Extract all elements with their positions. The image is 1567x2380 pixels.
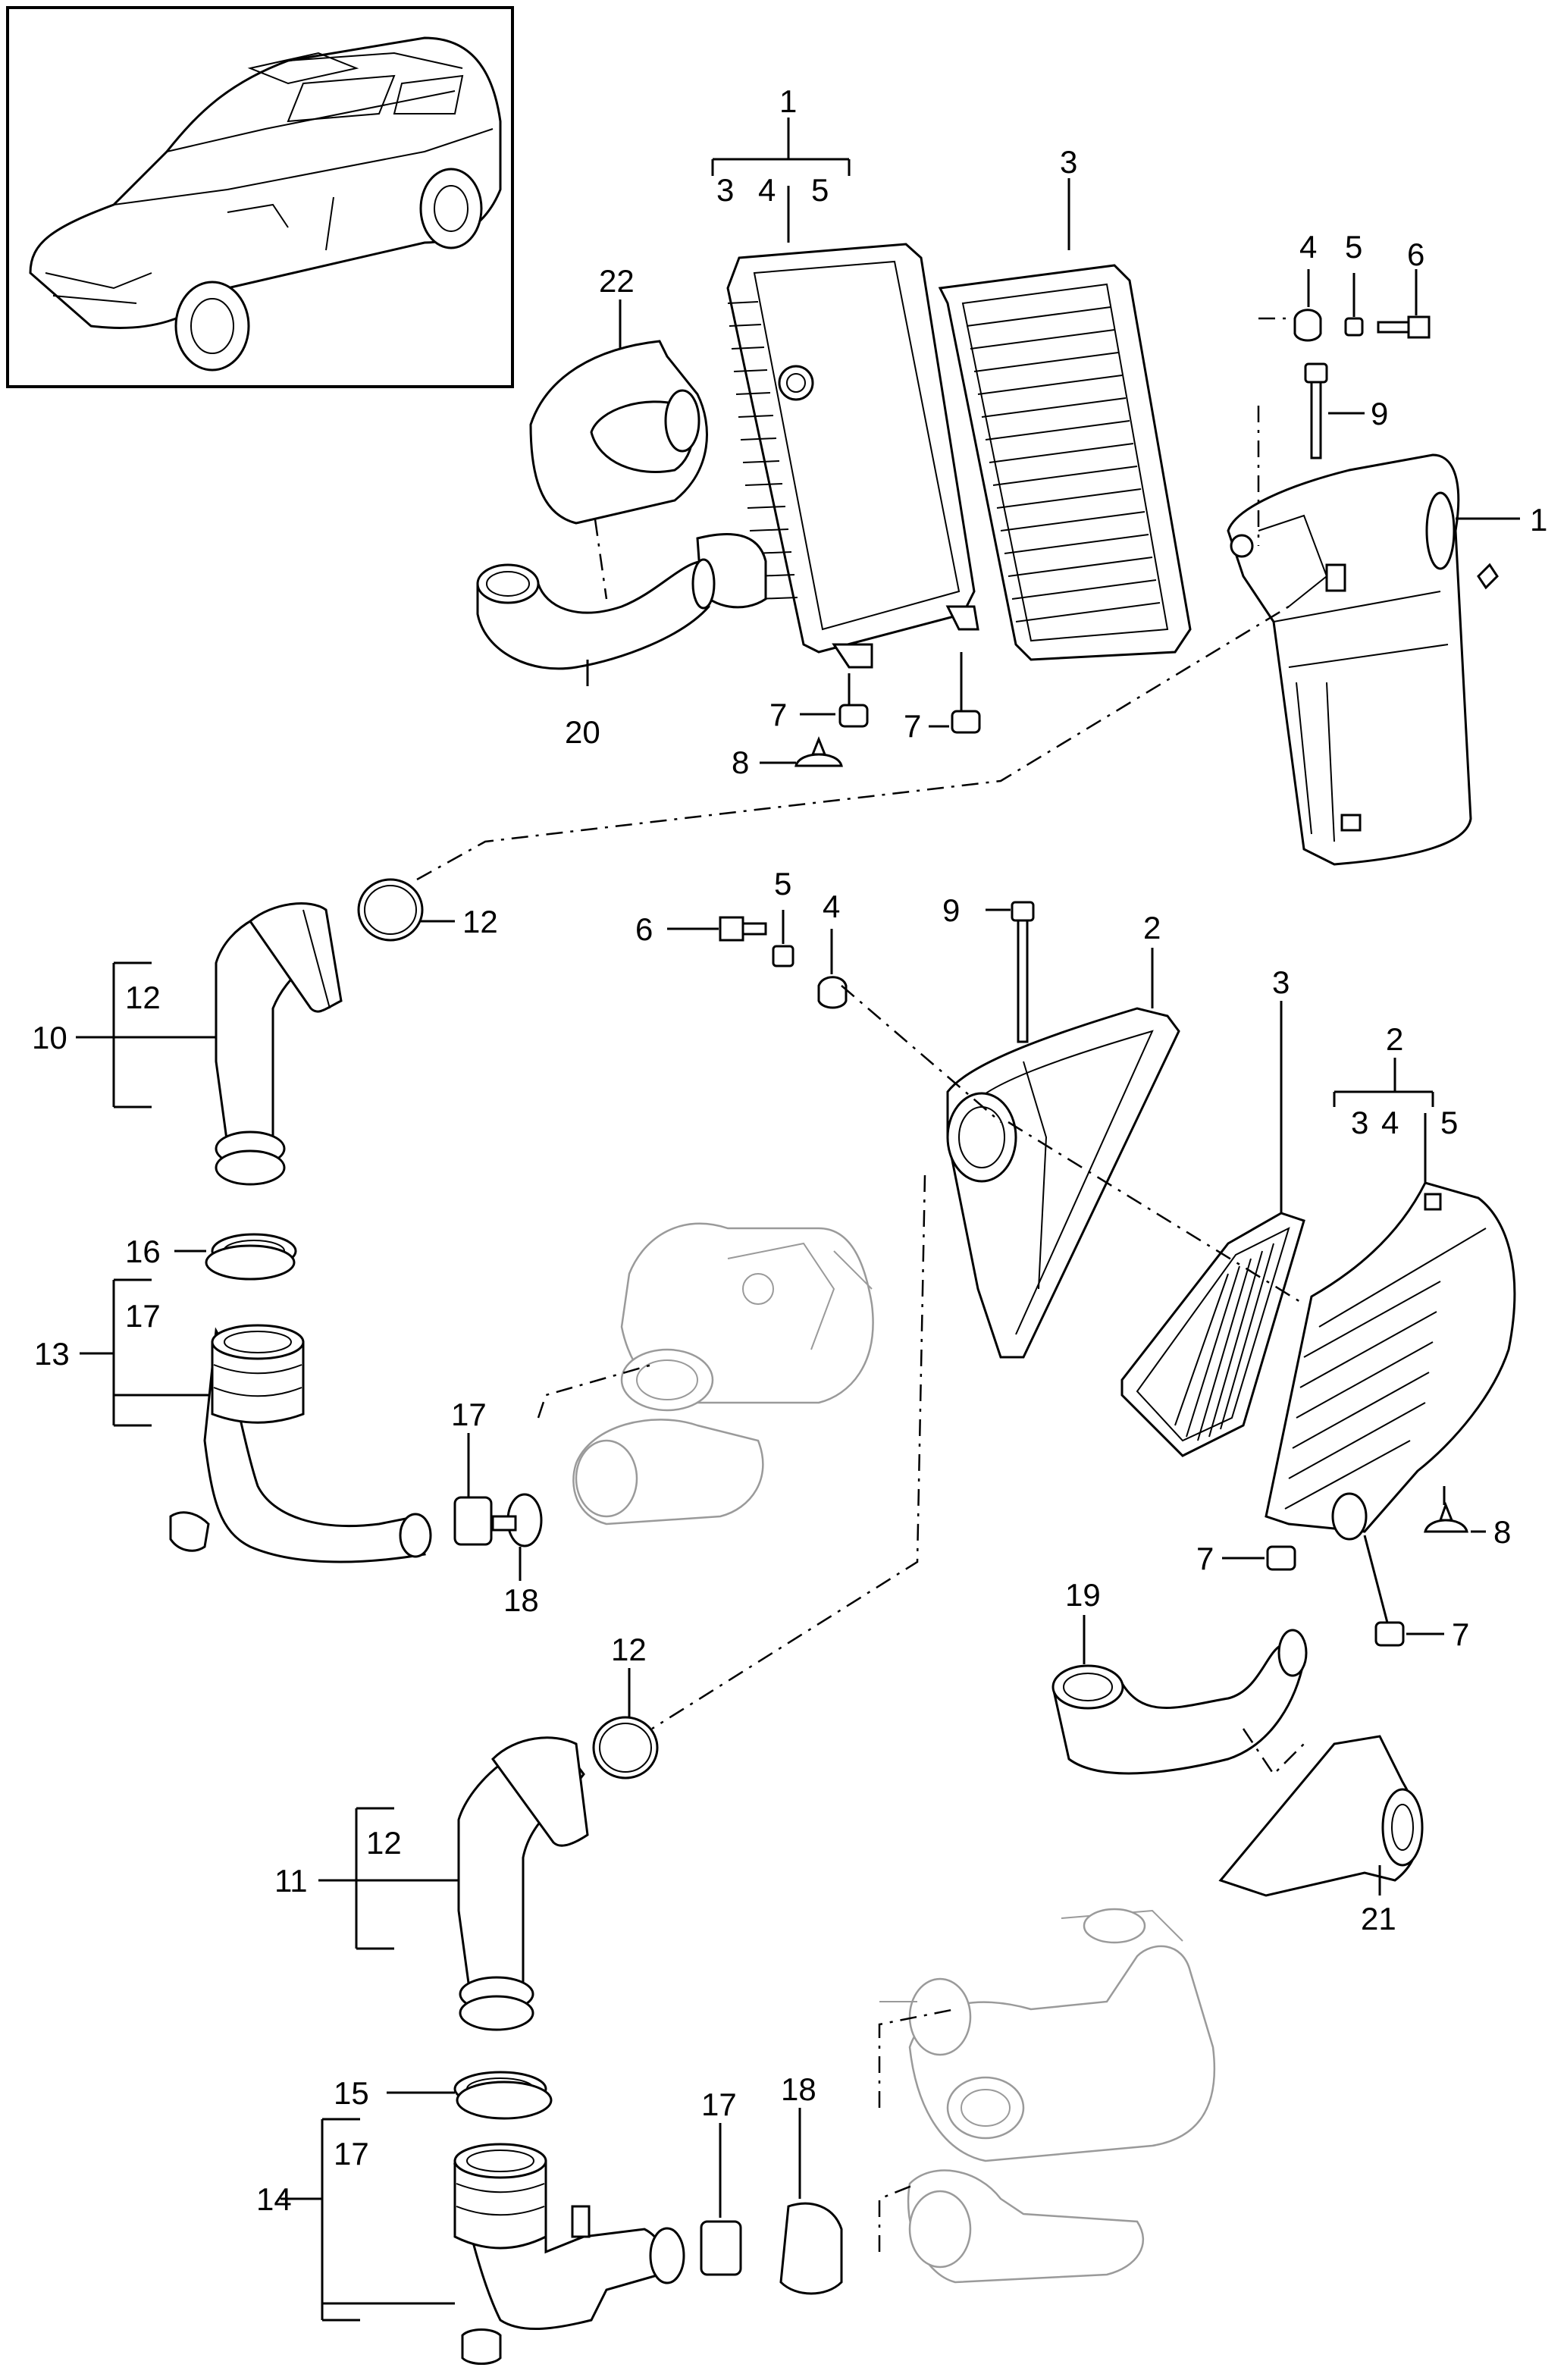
air-filter-housing-lower — [1265, 1181, 1516, 1541]
callout-4-b: 4 — [823, 889, 840, 924]
callout-2-sub-3: 3 — [1351, 1105, 1368, 1140]
callout-13-sub-17: 17 — [125, 1298, 161, 1334]
callout-8-a: 8 — [732, 745, 749, 780]
callout-13: 13 — [34, 1336, 70, 1372]
bolt-assembly-upper — [1293, 309, 1431, 459]
intake-pipe-lower — [457, 1736, 589, 2031]
air-filter-housing-upper — [696, 243, 979, 669]
turbocharger-lower — [879, 1908, 1216, 2284]
callout-14-sub-17: 17 — [334, 2136, 369, 2171]
vehicle-thumbnail — [6, 6, 514, 388]
intake-pipe-upper — [215, 902, 343, 1186]
callout-7-c: 7 — [1196, 1541, 1214, 1576]
filter-element-upper — [938, 264, 1192, 661]
callout-6-b: 6 — [635, 911, 653, 947]
callout-7-b: 7 — [904, 708, 921, 744]
callout-18-a: 18 — [503, 1582, 539, 1618]
callout-11-sub-12: 12 — [366, 1825, 402, 1861]
callout-5-b: 5 — [774, 866, 791, 902]
callout-9-a: 9 — [1371, 396, 1388, 431]
callout-2-b: 2 — [1386, 1021, 1403, 1057]
air-guide-shield — [529, 340, 708, 525]
callout-9-b: 9 — [942, 892, 960, 928]
air-filter-lid-lower — [946, 1007, 1180, 1359]
air-filter-housing-upper-right — [1227, 453, 1499, 866]
callout-11: 11 — [274, 1863, 308, 1899]
callout-1-sub-5: 5 — [811, 172, 829, 208]
callout-21: 21 — [1361, 1901, 1396, 1936]
callout-22: 22 — [599, 263, 635, 299]
callout-17-a: 17 — [451, 1397, 487, 1432]
callout-16: 16 — [125, 1234, 161, 1269]
callout-15: 15 — [334, 2075, 369, 2111]
callout-7-a: 7 — [769, 697, 787, 732]
callout-10-sub-12: 12 — [125, 980, 161, 1015]
hose-clamp-lower — [456, 2081, 553, 2120]
callout-2-sub-4: 4 — [1381, 1105, 1399, 1140]
callout-14: 14 — [256, 2181, 292, 2217]
callout-2-a: 2 — [1143, 910, 1161, 945]
callout-19: 19 — [1065, 1577, 1101, 1613]
intake-pipe-bottom — [453, 2071, 843, 2365]
callout-3-top: 3 — [1060, 144, 1077, 180]
callout-1-top: 1 — [779, 83, 797, 119]
callout-3-b: 3 — [1272, 964, 1290, 1000]
filter-element-lower — [1120, 1212, 1305, 1457]
callout-8-b: 8 — [1493, 1514, 1511, 1550]
callout-12-a: 12 — [462, 904, 498, 939]
intake-hose-lower — [1051, 1629, 1308, 1775]
callout-labels: 1 3 4 5 3 22 20 7 7 8 4 5 6 9 1 12 10 12… — [32, 83, 1547, 2217]
seal-ring-lower — [592, 1716, 659, 1780]
callout-12-b: 12 — [611, 1632, 647, 1667]
rubber-grommet — [794, 704, 981, 767]
callout-1-right: 1 — [1530, 502, 1547, 538]
turbocharger-upper — [572, 1222, 874, 1526]
bolt-assembly-lower — [719, 901, 1035, 1043]
callout-7-d: 7 — [1452, 1616, 1469, 1652]
rubber-grommet-lower — [1266, 1501, 1468, 1647]
callout-2-sub-5: 5 — [1440, 1105, 1458, 1140]
callout-1-sub-4: 4 — [758, 172, 776, 208]
callout-18-b: 18 — [781, 2071, 816, 2107]
callout-17-b: 17 — [701, 2087, 737, 2122]
callout-6-a: 6 — [1407, 237, 1424, 272]
intake-hose-upper — [476, 558, 716, 670]
callout-20: 20 — [565, 714, 600, 750]
seal-ring — [357, 878, 424, 942]
callout-10: 10 — [32, 1020, 67, 1055]
air-guide-shield-lower — [1218, 1735, 1424, 1897]
callout-4-a: 4 — [1299, 229, 1317, 265]
hose-clamp — [205, 1244, 296, 1281]
callout-5-a: 5 — [1345, 229, 1362, 265]
callout-1-sub-3: 3 — [716, 172, 734, 208]
